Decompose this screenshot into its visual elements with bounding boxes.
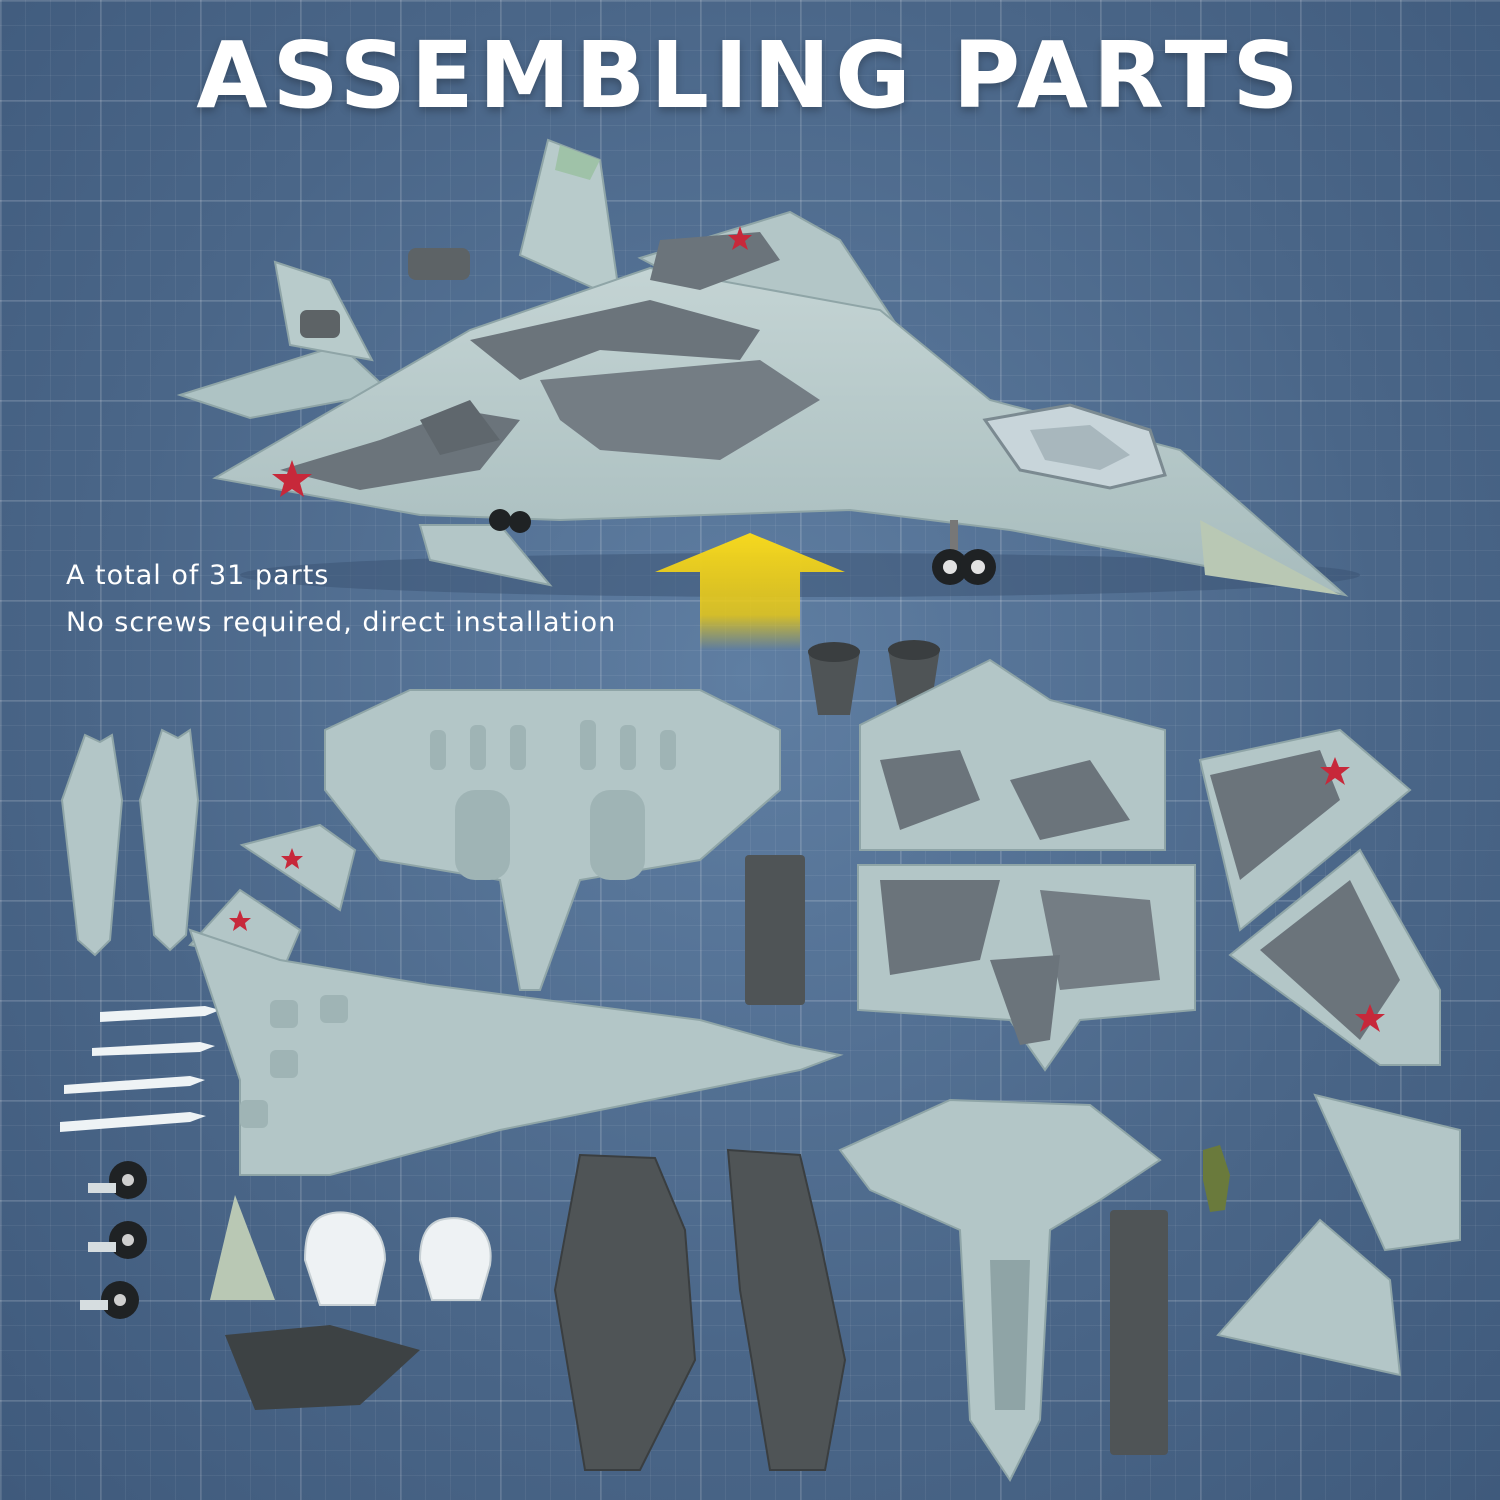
landing-gear-wheels xyxy=(80,1161,147,1319)
up-arrow-icon xyxy=(655,533,845,650)
vertical-tail-part xyxy=(1216,1218,1402,1377)
lower-fuselage-part xyxy=(188,928,844,1176)
pilot-figure xyxy=(1203,1145,1230,1212)
parts-count-text: A total of 31 parts xyxy=(66,560,330,591)
vertical-tail-part xyxy=(1313,1093,1461,1252)
cockpit-part xyxy=(225,1325,420,1410)
bay-door-part xyxy=(1110,1210,1168,1455)
installation-note-text: No screws required, direct installation xyxy=(66,607,617,638)
bay-door-part xyxy=(745,855,805,1005)
assembled-jet-model xyxy=(176,138,1360,597)
canopy-part xyxy=(303,1211,387,1306)
nose-cone-part xyxy=(210,1195,275,1300)
intake-part xyxy=(726,1148,847,1471)
red-star-insignia xyxy=(728,226,752,250)
red-star-insignia xyxy=(281,848,303,869)
inner-frame-part xyxy=(324,689,781,991)
intake-part xyxy=(553,1153,697,1471)
missiles xyxy=(60,1006,220,1132)
canopy-part xyxy=(418,1217,492,1301)
red-star-insignia xyxy=(272,460,312,497)
external-fuel-tanks xyxy=(60,728,200,957)
red-star-insignia xyxy=(229,910,251,931)
red-star-insignia xyxy=(1320,757,1350,785)
page-title: ASSEMBLING PARTS xyxy=(196,22,1304,129)
red-star-insignia xyxy=(1355,1004,1385,1032)
